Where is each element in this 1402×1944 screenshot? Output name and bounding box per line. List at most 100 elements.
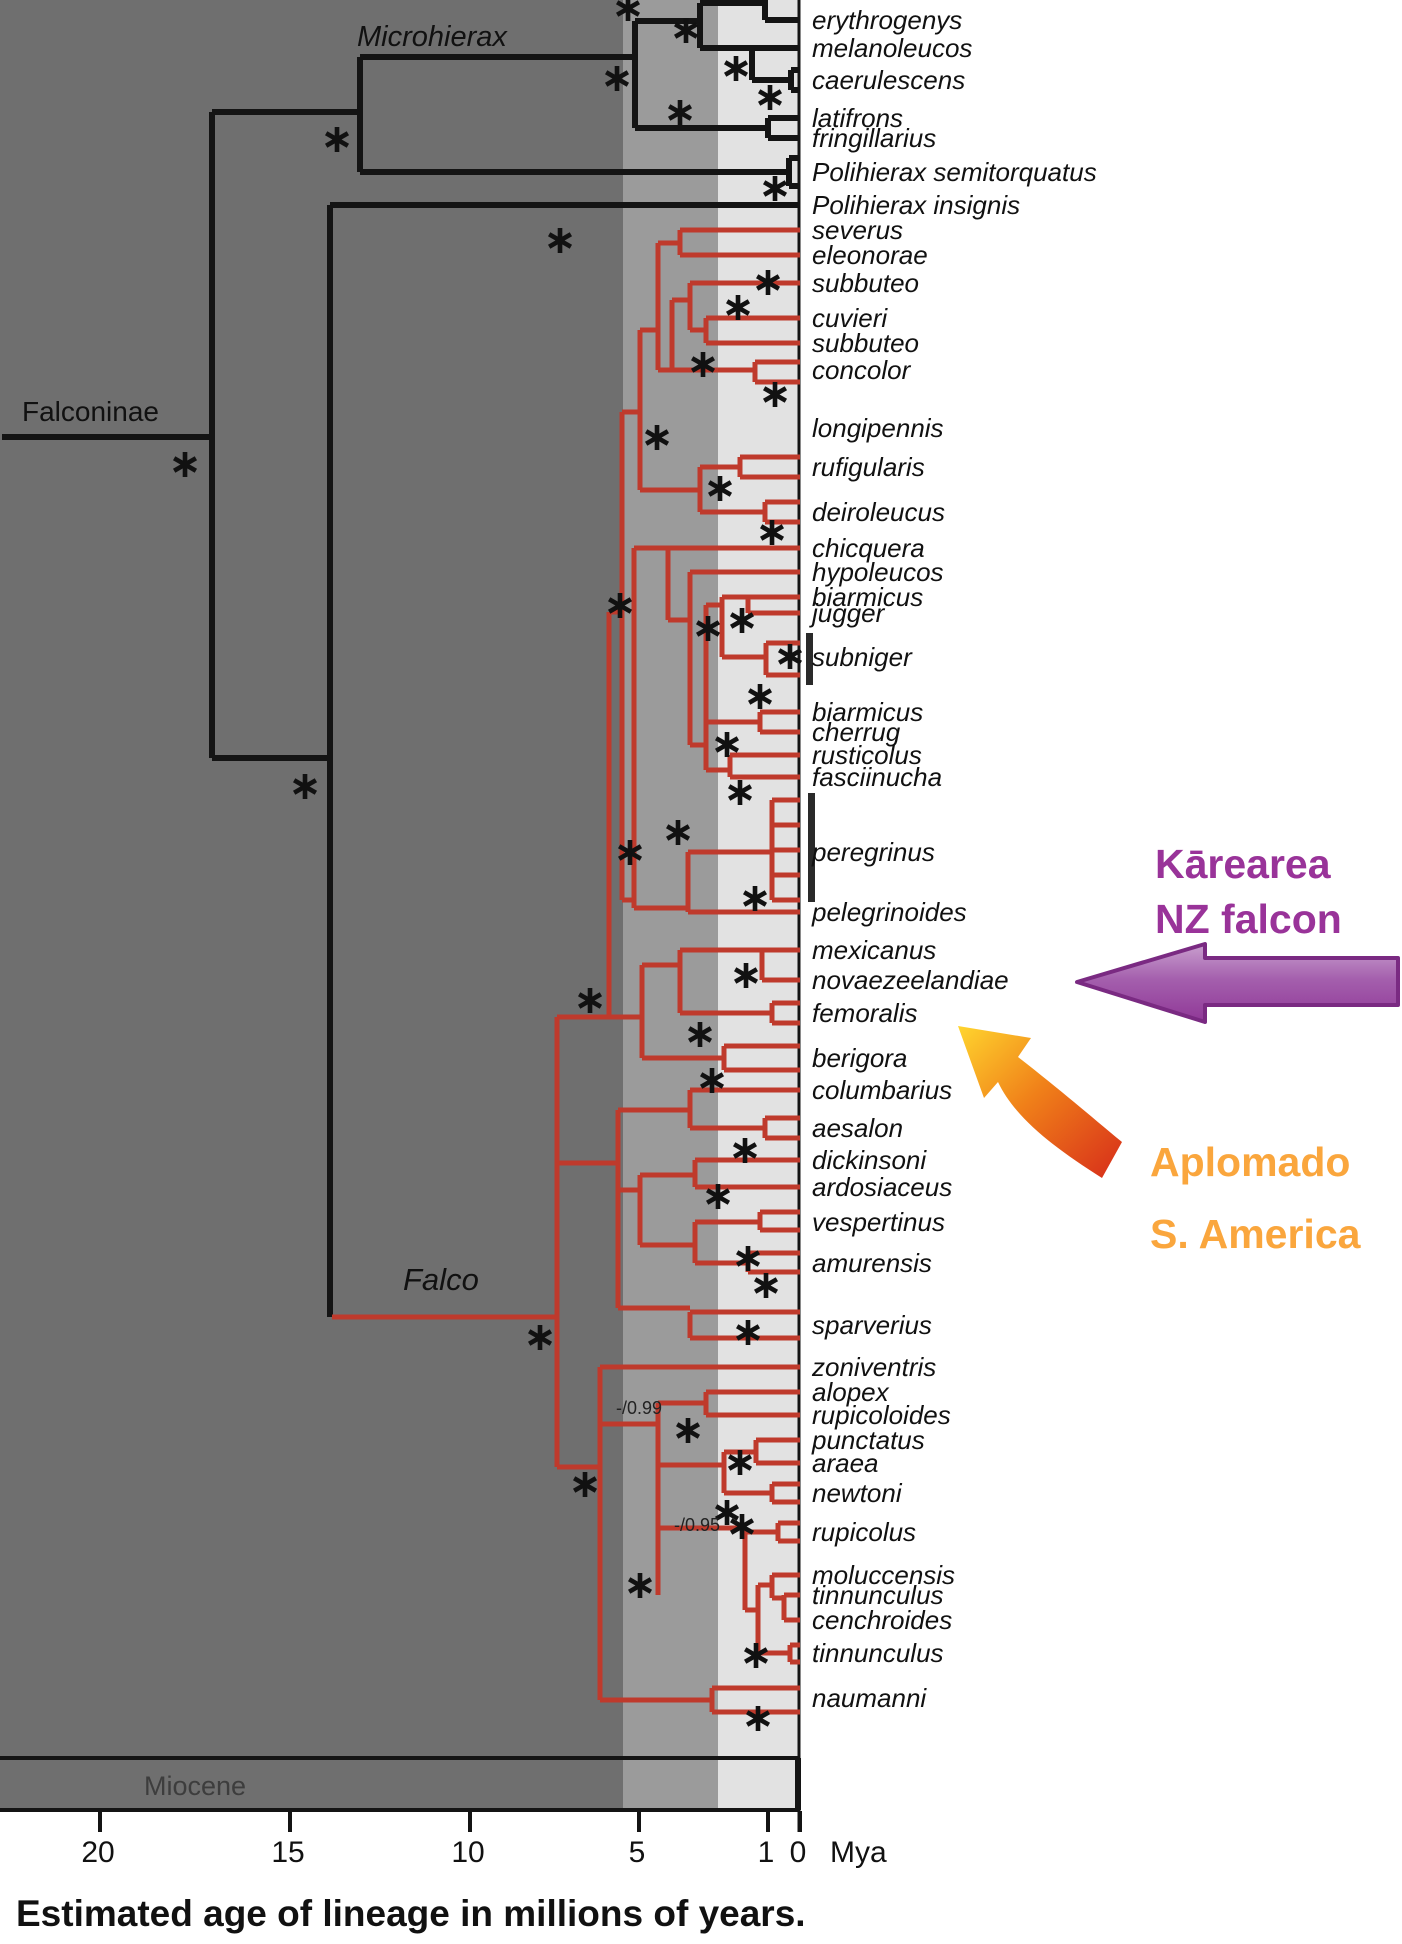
tip-label: subniger bbox=[812, 642, 913, 672]
axis-tick-label: 0 bbox=[790, 1836, 807, 1869]
axis-tick: 5 bbox=[629, 1811, 646, 1869]
node-support-asterisk: ∗ bbox=[603, 582, 637, 628]
karearea-label-line2: NZ falcon bbox=[1155, 896, 1342, 942]
american-group-branches bbox=[618, 1087, 800, 1341]
karearea-label-line1: Kārearea bbox=[1155, 841, 1332, 887]
tip-label: cherrug bbox=[812, 717, 901, 747]
node-support-asterisk: ∗ bbox=[701, 1173, 735, 1219]
tip-label: punctatus bbox=[811, 1425, 925, 1455]
tip-label: caerulescens bbox=[812, 65, 965, 95]
tip-label: deiroleucus bbox=[812, 497, 945, 527]
node-support-asterisk: ∗ bbox=[671, 1407, 705, 1453]
tip-label: concolor bbox=[812, 355, 912, 385]
axis-tick-label: 15 bbox=[271, 1836, 304, 1869]
node-support-asterisk: ∗ bbox=[725, 597, 759, 643]
tip-label: aesalon bbox=[812, 1113, 903, 1143]
tip-label: alopex bbox=[812, 1377, 890, 1407]
node-support-asterisk: ∗ bbox=[523, 1314, 557, 1360]
axis-tick: 20 bbox=[81, 1811, 115, 1869]
node-support-asterisk: ∗ bbox=[691, 605, 725, 651]
tip-label: eleonorae bbox=[812, 240, 928, 270]
node-support-asterisk: ∗ bbox=[661, 809, 695, 855]
axis-tick-label: 1 bbox=[758, 1836, 775, 1869]
aplomado-label-line1: Aplomado bbox=[1150, 1139, 1350, 1185]
node-support-asterisk: ∗ bbox=[663, 89, 697, 135]
tip-label: tinnunculus bbox=[812, 1638, 944, 1668]
tip-label: rupicoloides bbox=[812, 1400, 951, 1430]
node-support-asterisk: ∗ bbox=[751, 259, 785, 305]
axis-tick-mark bbox=[98, 1811, 102, 1832]
node-support-asterisk: ∗ bbox=[320, 116, 354, 162]
tip-label: pelegrinoides bbox=[811, 897, 967, 927]
axis-tick-mark bbox=[637, 1811, 641, 1832]
band-pliocene bbox=[623, 0, 718, 1810]
tip-label: ardosiaceus bbox=[812, 1172, 952, 1202]
tip-label: fasciinucha bbox=[812, 762, 942, 792]
tip-label: columbarius bbox=[812, 1075, 952, 1105]
node-support-asterisk: ∗ bbox=[640, 414, 674, 460]
tip-label: erythrogenys bbox=[812, 5, 962, 35]
tip-label: fringillarius bbox=[812, 123, 936, 153]
node-support-asterisk: ∗ bbox=[728, 1127, 762, 1173]
node-support-asterisk: ∗ bbox=[703, 465, 737, 511]
axis-tick-label: 20 bbox=[81, 1836, 114, 1869]
axis-tick: 0 bbox=[790, 1811, 807, 1869]
tip-label: vespertinus bbox=[812, 1207, 945, 1237]
axis-tick-mark bbox=[468, 1811, 472, 1832]
tip-label: zoniventris bbox=[811, 1352, 936, 1382]
axis-tick-label: 5 bbox=[629, 1836, 646, 1869]
tip-label: rufigularis bbox=[812, 452, 925, 482]
axis-tick: 10 bbox=[451, 1811, 485, 1869]
node-support-asterisk: ∗ bbox=[623, 1562, 657, 1608]
figure-caption: Estimated age of lineage in millions of … bbox=[16, 1893, 806, 1934]
node-support-asterisk: ∗ bbox=[719, 45, 753, 91]
collapsed-clade-bar-subniger bbox=[806, 633, 813, 685]
tip-label: mexicanus bbox=[812, 935, 936, 965]
backbone-black-branches bbox=[2, 54, 800, 1317]
node-support-asterisk: ∗ bbox=[749, 1262, 783, 1308]
era-label: Miocene bbox=[144, 1771, 246, 1801]
axis-tick: 1 bbox=[758, 1811, 775, 1869]
node-support-asterisk: ∗ bbox=[721, 284, 755, 330]
hierofalcon-peregrine-branches bbox=[622, 545, 800, 915]
node-support-asterisk: ∗ bbox=[741, 1695, 775, 1741]
tip-label: peregrinus bbox=[811, 837, 935, 867]
node-support-asterisk: ∗ bbox=[738, 875, 772, 921]
node-support-asterisk: ∗ bbox=[725, 1503, 759, 1549]
tip-label: dickinsoni bbox=[812, 1145, 927, 1175]
tip-label: Polihierax insignis bbox=[812, 190, 1020, 220]
genus-label-microhierax: Microhierax bbox=[357, 21, 508, 53]
tip-label: araea bbox=[812, 1448, 879, 1478]
axis-tick: 15 bbox=[271, 1811, 305, 1869]
node-support-asterisk: ∗ bbox=[573, 977, 607, 1023]
tip-label: rusticolus bbox=[812, 740, 922, 770]
axis-unit-label: Mya bbox=[830, 1836, 887, 1869]
node-support-asterisk: ∗ bbox=[739, 1632, 773, 1678]
kestrel-clade-branches bbox=[600, 1364, 800, 1715]
tip-label: femoralis bbox=[812, 998, 917, 1028]
genus-label-falco: Falco bbox=[403, 1262, 479, 1297]
tip-label: rupicolus bbox=[812, 1517, 916, 1547]
falco-spine-branches bbox=[332, 412, 642, 1700]
node-support-asterisk: ∗ bbox=[695, 1057, 729, 1103]
tip-label: hypoleucos bbox=[812, 557, 944, 587]
collapsed-clade-bar-peregrinus bbox=[808, 793, 815, 902]
node-support-asterisk: ∗ bbox=[743, 673, 777, 719]
node-support-asterisk: ∗ bbox=[288, 763, 322, 809]
band-miocene bbox=[0, 0, 623, 1810]
tip-label: newtoni bbox=[812, 1478, 903, 1508]
tip-label: latifrons bbox=[812, 103, 903, 133]
hobby-clade-branches bbox=[622, 227, 800, 525]
tip-label: melanoleucos bbox=[812, 33, 972, 63]
node-support-marks: ∗∗∗∗∗∗∗∗∗∗∗∗∗∗∗∗∗∗∗∗∗∗∗∗∗∗∗∗∗∗∗∗∗∗∗∗∗∗∗∗… bbox=[168, 0, 807, 1741]
tip-label: jugger bbox=[809, 598, 886, 628]
karearea-arrow-icon bbox=[1075, 942, 1400, 1024]
aplomado-label-line2: S. America bbox=[1150, 1211, 1362, 1257]
node-support-asterisk: ∗ bbox=[611, 0, 645, 31]
axis-tick-mark bbox=[766, 1811, 770, 1832]
node-support-asterisk: ∗ bbox=[729, 952, 763, 998]
tip-label: naumanni bbox=[812, 1683, 927, 1713]
node-support-label-095: -/0.95 bbox=[674, 1515, 720, 1535]
tip-label: Polihierax semitorquatus bbox=[812, 157, 1097, 187]
node-support-asterisk: ∗ bbox=[543, 217, 577, 263]
